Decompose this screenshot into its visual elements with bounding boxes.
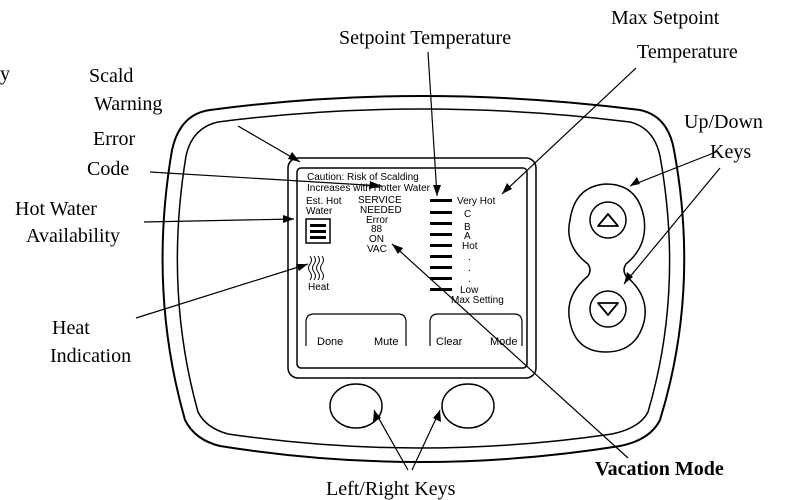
up-key[interactable] [589,201,627,239]
scale-dot-1: . [468,252,471,263]
status-error-code: 88 [371,224,383,235]
max-setpoint-label-line2: Temperature [637,41,738,63]
scale-very-hot: Very Hot [457,196,496,207]
up-down-keys-label-line1: Up/Down [684,111,763,133]
est-hot-label: Est. Hot [306,196,342,207]
error-code-label-line2: Code [87,158,129,180]
up-arrow-icon [597,213,619,227]
leader-lines [135,51,721,471]
scale-dot-2: . [468,263,471,274]
done-button[interactable]: Done [317,336,343,348]
scald-warning-label-line2: Warning [94,93,162,115]
left-right-keys-label: Left/Right Keys [326,478,456,500]
status-error: Error [366,215,389,226]
caution-line-2: Increases with Hotter Water [307,183,431,194]
heat-indication-label-line2: Indication [50,345,131,367]
hot-water-availability-label-line2: Availability [26,225,120,247]
vacation-mode-label: Vacation Mode [595,458,724,480]
scale-b: B [464,222,471,233]
scale-hot: Hot [462,241,478,252]
scale-max-setting: Max Setting [451,295,504,306]
scale-c: C [464,209,471,220]
status-vac: VAC [367,244,387,255]
down-key[interactable] [589,290,627,328]
arrowheads [283,152,640,422]
scale-low: Low [460,285,479,296]
error-code-label-line1: Error [93,128,136,150]
heat-indication-label-line1: Heat [52,317,90,339]
status-on: ON [369,234,384,245]
right-softkey-bracket [429,313,523,346]
down-arrow-icon [597,302,619,316]
device-inner-bezel [176,108,671,449]
max-setpoint-label-line1: Max Setpoint [611,7,720,29]
heat-label: Heat [308,282,329,293]
up-down-keys-label-line2: Keys [710,141,751,163]
mute-button[interactable]: Mute [374,336,398,348]
left-key[interactable] [329,383,383,429]
temperature-bar-scale [430,199,452,291]
scale-dot-3: . [468,274,471,285]
left-softkey-bracket [305,313,407,346]
edge-fragment-label: y [0,63,10,85]
status-needed: NEEDED [360,205,402,216]
water-level-icon [305,218,331,244]
clear-button[interactable]: Clear [436,336,463,348]
right-key[interactable] [441,383,495,429]
water-label: Water [306,206,333,217]
setpoint-temperature-label: Setpoint Temperature [339,27,511,49]
mode-button[interactable]: Mode [490,336,518,348]
status-service: SERVICE [358,195,402,206]
heat-waves-icon [308,255,324,281]
caution-line-1: Caution: Risk of Scalding [307,172,419,183]
scale-a: A [464,231,471,242]
scald-warning-label-line1: Scald [89,65,133,87]
hot-water-availability-label-line1: Hot Water [15,198,97,220]
